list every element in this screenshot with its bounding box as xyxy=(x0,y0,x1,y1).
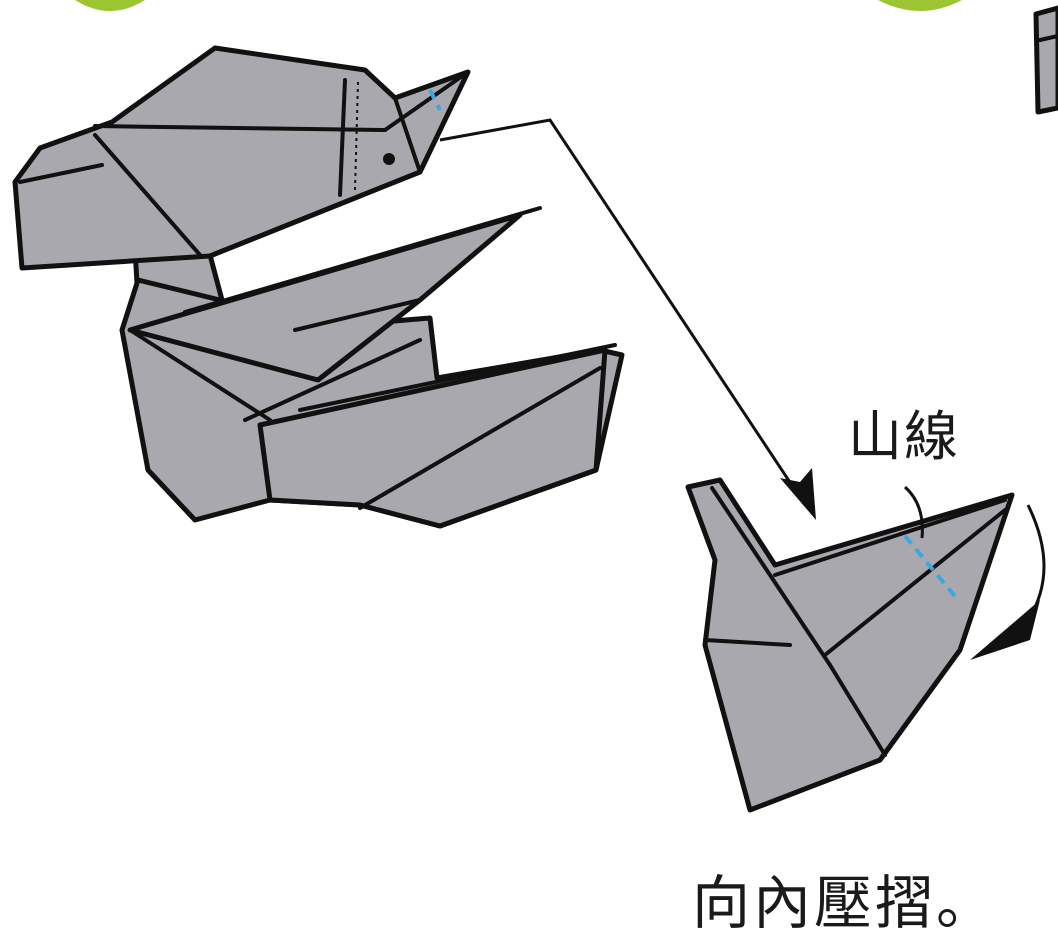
model-head xyxy=(12,45,471,271)
step-marker-right xyxy=(878,0,962,11)
detail-piece xyxy=(685,477,1015,813)
fold-direction-arrowhead xyxy=(970,600,1040,660)
step-markers xyxy=(75,0,962,11)
pointer-arrowhead xyxy=(780,468,816,520)
fold-direction-arrow xyxy=(970,504,1046,660)
instruction-caption: 向內壓摺。 xyxy=(692,869,998,937)
detail-view xyxy=(685,477,1015,813)
folded-model xyxy=(12,45,625,529)
mountain-fold-label: 山線 xyxy=(848,405,960,468)
mountain-fold-line xyxy=(903,534,960,602)
next-model-fragment xyxy=(1033,5,1058,115)
pointer-arrow xyxy=(439,118,816,520)
step-marker-left xyxy=(75,0,145,11)
